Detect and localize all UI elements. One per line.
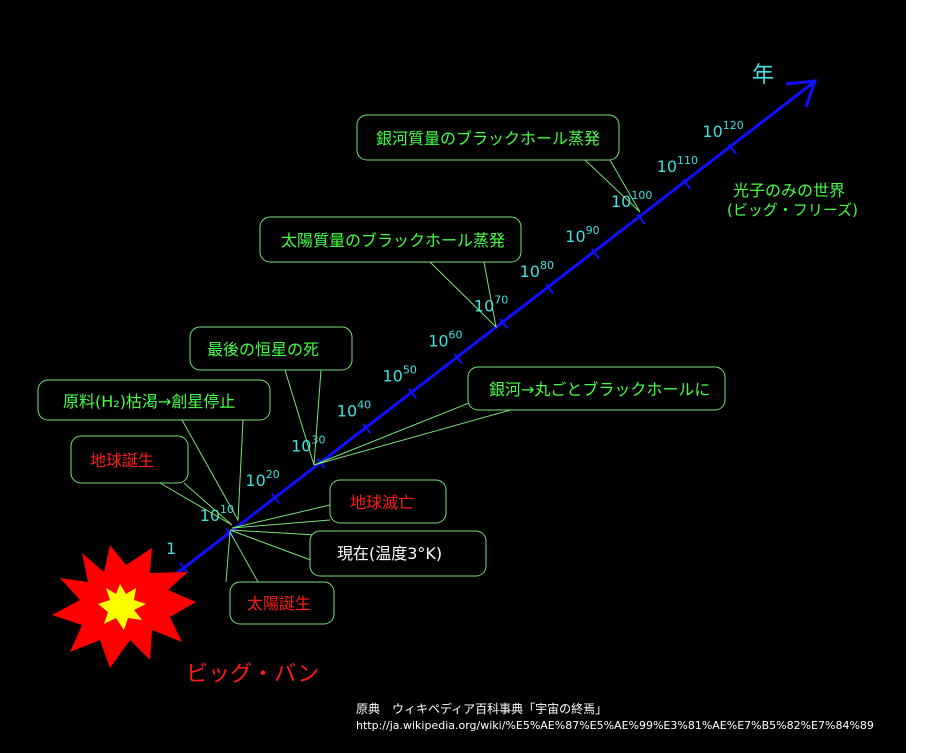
leader-sun-birth bbox=[225, 530, 259, 583]
callout-galaxy-bh: 銀河質量のブラックホール蒸発 bbox=[376, 129, 600, 148]
callout-boxes bbox=[37, 114, 726, 625]
leader-solar-bh bbox=[429, 261, 497, 329]
tick-label: 10100 bbox=[611, 189, 652, 211]
box-sun-birth bbox=[229, 581, 335, 625]
axis-unit-label: 年 bbox=[752, 63, 774, 88]
axis-tick bbox=[727, 143, 737, 155]
leader-galaxy-to-bh bbox=[313, 384, 515, 466]
big-bang-burst-inner bbox=[98, 584, 146, 630]
axis-tick bbox=[453, 353, 463, 365]
axis-tick bbox=[636, 213, 646, 225]
axis-tick bbox=[270, 492, 280, 504]
leader-lines bbox=[159, 159, 641, 583]
photon-world-line2: (ビッグ・フリーズ) bbox=[727, 201, 858, 219]
leader-fuel bbox=[181, 419, 244, 522]
callout-earth-death: 地球滅亡 bbox=[350, 493, 414, 512]
time-axis bbox=[171, 80, 815, 579]
axis-tick bbox=[682, 178, 692, 190]
tick-label: 1090 bbox=[565, 224, 599, 246]
tick-label: 10120 bbox=[702, 119, 743, 141]
source-url: http://ja.wikipedia.org/wiki/%E5%AE%87%E… bbox=[356, 719, 874, 732]
callout-last-star: 最後の恒星の死 bbox=[207, 340, 319, 359]
callout-earth-birth: 地球誕生 bbox=[90, 451, 154, 470]
callout-solar-bh: 太陽質量のブラックホール蒸発 bbox=[281, 231, 505, 250]
box-present bbox=[309, 530, 487, 577]
callout-galaxy-to-bh: 銀河→丸ごとブラックホールに bbox=[489, 380, 710, 399]
callout-sun-birth: 太陽誕生 bbox=[247, 594, 311, 613]
tick-label: 1040 bbox=[337, 398, 371, 420]
axis-tick bbox=[499, 318, 509, 330]
tick-label: 1080 bbox=[520, 259, 554, 281]
callout-fuel: 原料(H₂)枯渇→創星停止 bbox=[63, 392, 235, 411]
tick-label: 1070 bbox=[474, 294, 508, 316]
axis-tick bbox=[545, 283, 555, 295]
leader-earth-birth bbox=[159, 482, 233, 526]
box-galaxy-to-bh bbox=[467, 366, 726, 411]
box-earth-birth bbox=[70, 435, 189, 484]
box-galaxy-bh bbox=[356, 114, 620, 161]
tick-label: 1050 bbox=[383, 364, 417, 386]
leader-earth-death bbox=[231, 504, 331, 529]
tick-label: 10110 bbox=[657, 154, 698, 176]
axis-tick bbox=[590, 248, 600, 260]
box-earth-death bbox=[329, 479, 447, 524]
axis-tick bbox=[362, 422, 372, 434]
leader-present bbox=[229, 529, 317, 563]
axis-arrowhead bbox=[785, 79, 818, 108]
tick-label: 1060 bbox=[428, 329, 462, 351]
box-last-star bbox=[189, 326, 353, 371]
leader-galaxy-bh bbox=[584, 159, 641, 213]
box-solar-bh bbox=[259, 216, 522, 263]
tick-label: 1 bbox=[166, 539, 176, 558]
callout-texts: 銀河質量のブラックホール蒸発 太陽質量のブラックホール蒸発 最後の恒星の死 原料… bbox=[63, 129, 710, 613]
axis-tick bbox=[408, 388, 417, 399]
source-line1: 原典 ウィキペディア百科事典「宇宙の終焉」 bbox=[356, 702, 608, 716]
photon-world-line1: 光子のみの世界 bbox=[733, 181, 845, 200]
box-fuel bbox=[37, 379, 271, 421]
axis-tick bbox=[179, 562, 189, 574]
axis-ticks: 1101010201030104010501060107010801090101… bbox=[166, 119, 744, 574]
tick-label: 1020 bbox=[245, 468, 279, 490]
big-bang-label: ビッグ・バン bbox=[186, 662, 319, 687]
callout-present: 現在(温度3°K) bbox=[337, 544, 442, 563]
